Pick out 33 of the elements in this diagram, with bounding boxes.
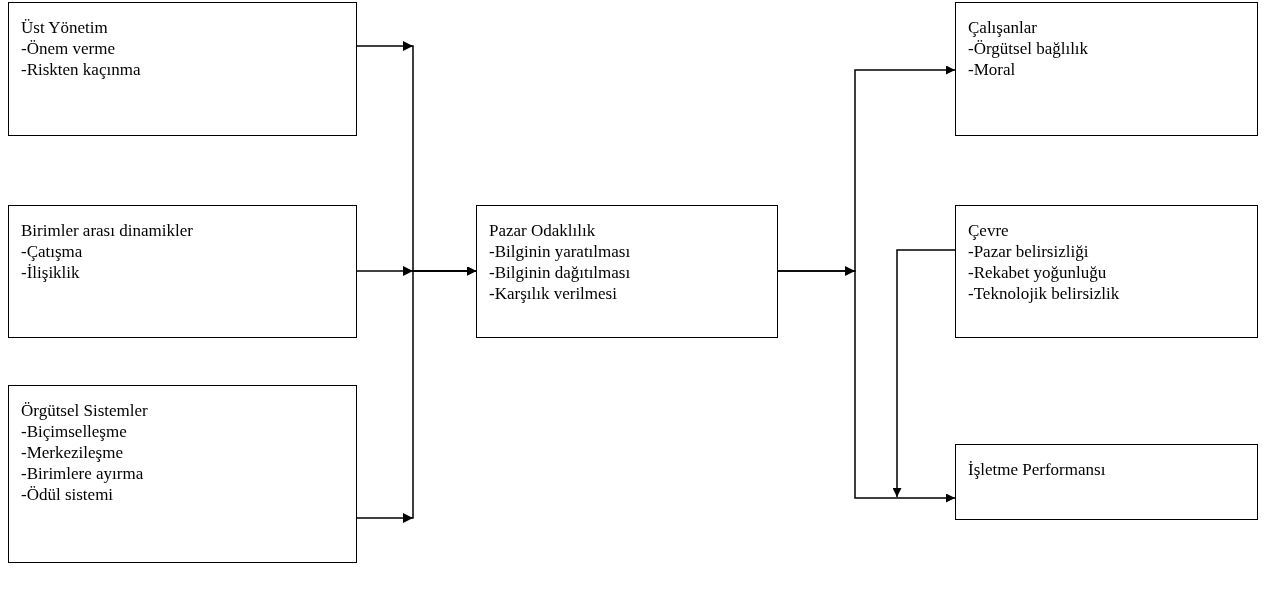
box-heading: Çevre (968, 220, 1009, 241)
list-item: -Örgütsel bağlılık (968, 38, 1089, 59)
process-box (955, 2, 1258, 136)
box-heading: Örgütsel Sistemler (21, 400, 148, 421)
process-box (8, 2, 357, 136)
process-box (955, 205, 1258, 338)
list-item: -Pazar belirsizliği (968, 241, 1089, 262)
list-item: -Moral (968, 59, 1016, 80)
list-item: -Ödül sistemi (21, 484, 114, 505)
box-heading: Birimler arası dinamikler (21, 220, 193, 241)
connector-arrow (777, 270, 956, 503)
process-box (8, 385, 357, 563)
connector-arrow (892, 249, 956, 498)
list-item: -Bilginin yaratılması (489, 241, 631, 262)
process-box (8, 205, 357, 338)
box-heading: Pazar Odaklılık (489, 220, 596, 241)
list-item: -Karşılık verilmesi (489, 283, 617, 304)
list-item: -Birimlere ayırma (21, 463, 144, 484)
box-heading: Çalışanlar (968, 17, 1037, 38)
list-item: -Çatışma (21, 241, 83, 262)
connector-arrow (356, 266, 477, 519)
list-item: -Önem verme (21, 38, 115, 59)
list-item: -Riskten kaçınma (21, 59, 141, 80)
list-item: -Merkezileşme (21, 442, 123, 463)
box-heading: Üst Yönetim (21, 17, 108, 38)
box-heading: İşletme Performansı (968, 459, 1106, 480)
list-item: -İlişiklik (21, 262, 80, 283)
process-box (955, 444, 1258, 520)
list-item: -Biçimselleşme (21, 421, 127, 442)
process-box (476, 205, 778, 338)
list-item: -Teknolojik belirsizlik (968, 283, 1120, 304)
list-item: -Rekabet yoğunluğu (968, 262, 1107, 283)
list-item: -Bilginin dağıtılması (489, 262, 631, 283)
